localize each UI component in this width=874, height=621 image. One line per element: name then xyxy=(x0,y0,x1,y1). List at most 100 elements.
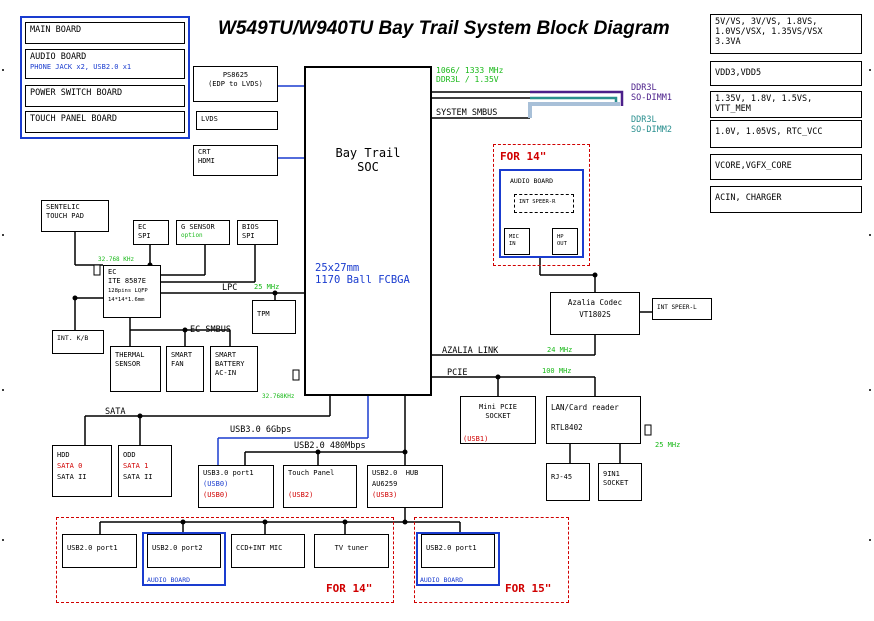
for15-port-frame xyxy=(416,532,500,586)
board-touch-panel: TOUCH PANEL BOARD xyxy=(25,111,185,133)
g-sensor-sub: option xyxy=(181,232,203,239)
soc-name: Bay Trail SOC xyxy=(335,146,401,174)
lan-clock: 25 MHz xyxy=(655,441,681,449)
odd-ver: SATA II xyxy=(123,473,153,481)
azalia-link-label: AZALIA LINK xyxy=(442,346,499,356)
dimm1-label: DDR3L SO-DIMM1 xyxy=(631,83,672,103)
usb3-label: USB3.0 6Gbps xyxy=(230,425,292,435)
mini-pcie-socket: Mini PCIE SOCKET xyxy=(460,396,536,444)
power-rail-4: 1.0V, 1.05VS, RTC_VCC xyxy=(710,120,862,148)
usb2-hub-tag: (USB3) xyxy=(372,491,398,499)
system-smbus-label: SYSTEM SMBUS xyxy=(436,108,498,118)
lan-label: LAN/Card reader xyxy=(551,403,619,412)
touch-panel-tag: (USB2) xyxy=(288,491,314,499)
hdd-ver: SATA II xyxy=(57,473,87,481)
hdd-label: HDD xyxy=(57,451,70,459)
usb2-port2: USB2.0 port2 xyxy=(147,534,221,568)
g-sensor-label: G SENSOR xyxy=(181,223,215,231)
soc-package: 25x27mm 1170 Ball FCBGA xyxy=(315,262,410,286)
board-audio: AUDIO BOARD PHONE JACK x2, USB2.0 x1 xyxy=(25,49,185,79)
g-sensor: G SENSOR option xyxy=(176,220,230,245)
card-socket: 9IN1 SOCKET xyxy=(598,463,642,501)
bios-spi: BIOS SPI xyxy=(237,220,278,245)
crystal-icons xyxy=(93,264,652,436)
pcie-label: PCIE xyxy=(447,368,468,378)
ddr-speed: 1066/ 1333 MHz DDR3L / 1.35V xyxy=(436,66,504,84)
power-rail-6: ACIN, CHARGER xyxy=(710,186,862,213)
usb3-port1-tag2: (USB0) xyxy=(203,491,229,499)
audio-board-label: AUDIO BOARD xyxy=(510,177,554,185)
lan-chip: RTL8402 xyxy=(551,423,583,432)
hdd: HDD SATA 0 SATA II xyxy=(52,445,112,497)
azalia-clock: 24 MHz xyxy=(547,346,573,354)
thermal-sensor: THERMAL SENSOR xyxy=(110,346,161,392)
ec-chip-pkg: 128pins LQFP 14*14*1.6mm xyxy=(108,288,148,303)
sata-label: SATA xyxy=(105,407,126,417)
usb2-port1: USB2.0 port1 xyxy=(62,534,137,568)
usb3-port1-tag1: (USB0) xyxy=(203,480,229,488)
board-list-frame xyxy=(20,16,190,139)
board-audio-label: AUDIO BOARD xyxy=(30,52,87,62)
lvds-connector: LVDS xyxy=(196,111,278,130)
usb3-port1-label: USB3.0 port1 xyxy=(203,469,254,477)
ec-smbus-label: EC SMBUS xyxy=(190,325,231,335)
ec-chip-label: EC ITE 8587E xyxy=(108,268,146,285)
audio-board-frame xyxy=(499,169,584,258)
for14-usb-tag: FOR 14" xyxy=(326,582,373,595)
int-speaker-l: INT SPEER-L xyxy=(652,298,712,320)
for15-usb-frame xyxy=(414,517,569,603)
lpc-label: LPC xyxy=(222,283,238,293)
board-audio-sub: PHONE JACK x2, USB2.0 x1 xyxy=(30,63,132,71)
for15-usb2-port1: USB2.0 port1 xyxy=(421,534,495,568)
odd-label: ODD xyxy=(123,451,136,459)
smart-fan: SMART FAN xyxy=(166,346,204,392)
touch-panel-label: Touch Panel xyxy=(288,469,335,477)
hp-out-jack: HP OUT xyxy=(552,228,578,255)
odd: ODD SATA 1 SATA II xyxy=(118,445,172,497)
azalia-codec: Azalia Codec VT1802S xyxy=(550,292,640,335)
for14-audio-frame xyxy=(493,144,590,266)
mini-pcie-tag: (USB1) xyxy=(463,435,489,443)
board-main: MAIN BOARD xyxy=(25,22,185,44)
power-rail-2: VDD3,VDD5 xyxy=(710,61,862,86)
mic-in-jack: MIC IN xyxy=(504,228,530,255)
diagram-title: W549TU/W940TU Bay Trail System Block Dia… xyxy=(218,18,670,39)
touch-panel: Touch Panel (USB2) xyxy=(283,465,357,508)
ec-clock: 32.768 KHz xyxy=(98,256,135,263)
for15-usb-tag: FOR 15" xyxy=(505,582,552,595)
lpc-clock: 25 MHz xyxy=(254,283,280,291)
edp-bridge: PS8625 (EDP to LVDS) xyxy=(193,66,278,102)
ec-chip: EC ITE 8587E 128pins LQFP 14*14*1.6mm xyxy=(103,265,161,318)
mini-pcie-label: Mini PCIE SOCKET xyxy=(479,403,517,420)
usb2-port2-frame xyxy=(142,532,226,586)
crt-hdmi: CRT HDMI xyxy=(193,145,278,176)
usb2-hub-label: USB2.0 HUB AU6259 xyxy=(372,469,419,488)
power-rail-3: 1.35V, 1.8V, 1.5VS, VTT_MEM xyxy=(710,91,862,118)
rj45: RJ-45 xyxy=(546,463,590,501)
smart-battery: SMART BATTERY AC-IN xyxy=(210,346,258,392)
power-rail-1: 5V/VS, 3V/VS, 1.8VS, 1.0VS/VSX, 1.35VS/V… xyxy=(710,14,862,54)
pcie-clock: 100 MHz xyxy=(542,367,572,375)
usb2-hub: USB2.0 HUB AU6259 (USB3) xyxy=(367,465,443,508)
dimm2-label: DDR3L SO-DIMM2 xyxy=(631,115,672,135)
ccd-int-mic: CCD+INT MIC xyxy=(231,534,305,568)
usb2-label: USB2.0 480Mbps xyxy=(294,441,366,451)
tv-tuner: TV tuner xyxy=(314,534,389,568)
usb2-port2-audio: AUDIO BOARD xyxy=(147,576,191,584)
for15-audio: AUDIO BOARD xyxy=(420,576,464,584)
soc-block xyxy=(304,66,432,396)
ec-spi: EC SPI xyxy=(133,220,169,245)
int-speaker-r: INT SPEER-R xyxy=(514,194,574,213)
tpm: TPM xyxy=(252,300,296,334)
lan-card-reader: LAN/Card reader RTL8402 xyxy=(546,396,641,444)
rtc-clock: 32.768KHz xyxy=(262,393,295,400)
for14-usb-frame xyxy=(56,517,394,603)
hdd-port: SATA 0 xyxy=(57,462,83,470)
for14-audio-tag: FOR 14" xyxy=(500,150,547,163)
odd-port: SATA 1 xyxy=(123,462,149,470)
power-rail-5: VCORE,VGFX_CORE xyxy=(710,154,862,180)
usb3-port1: USB3.0 port1 (USB0) (USB0) xyxy=(198,465,274,508)
touchpad: SENTELIC TOUCH PAD xyxy=(41,200,109,232)
